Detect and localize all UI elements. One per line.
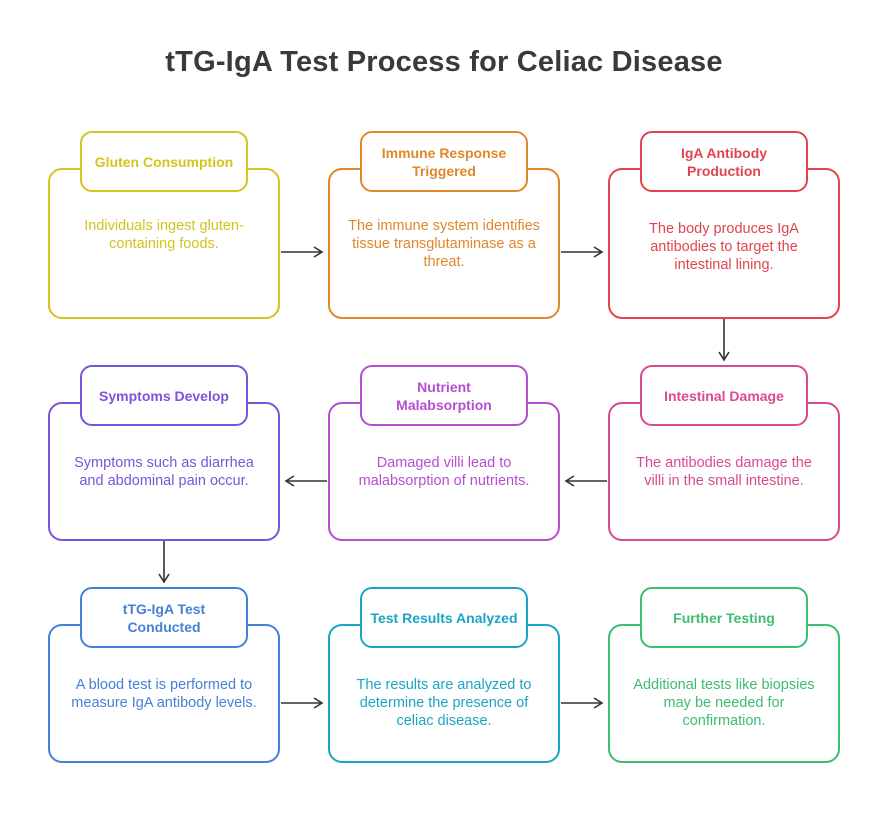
step-heading-further-testing: Further Testing	[640, 587, 808, 648]
step-heading-intestinal-damage: Intestinal Damage	[640, 365, 808, 426]
step-body: Additional tests like biopsies may be ne…	[633, 677, 815, 729]
step-card-iga-production: The body produces IgA antibodies to targ…	[608, 168, 840, 319]
step-heading-iga-production: IgA Antibody Production	[640, 131, 808, 192]
step-body: The antibodies damage the villi in the s…	[636, 455, 812, 489]
step-body: The immune system identifies tissue tran…	[348, 218, 540, 270]
step-body: Individuals ingest gluten-containing foo…	[84, 218, 244, 252]
step-heading-immune-response: Immune Response Triggered	[360, 131, 528, 192]
step-heading-ttg-iga-test: tTG-IgA Test Conducted	[80, 587, 248, 648]
step-card-gluten-consumption: Individuals ingest gluten-containing foo…	[48, 168, 280, 319]
step-heading-symptoms-develop: Symptoms Develop	[80, 365, 248, 426]
step-body: The body produces IgA antibodies to targ…	[649, 221, 799, 273]
step-heading-gluten-consumption: Gluten Consumption	[80, 131, 248, 192]
step-body: A blood test is performed to measure IgA…	[71, 677, 257, 711]
step-heading-results-analyzed: Test Results Analyzed	[360, 587, 528, 648]
step-body: Symptoms such as diarrhea and abdominal …	[74, 455, 254, 489]
step-body: Damaged villi lead to malabsorption of n…	[358, 455, 530, 489]
diagram-title: tTG-IgA Test Process for Celiac Disease	[165, 46, 723, 78]
step-heading-nutrient-malabsorption: Nutrient Malabsorption	[360, 365, 528, 426]
step-body: The results are analyzed to determine th…	[356, 677, 532, 729]
